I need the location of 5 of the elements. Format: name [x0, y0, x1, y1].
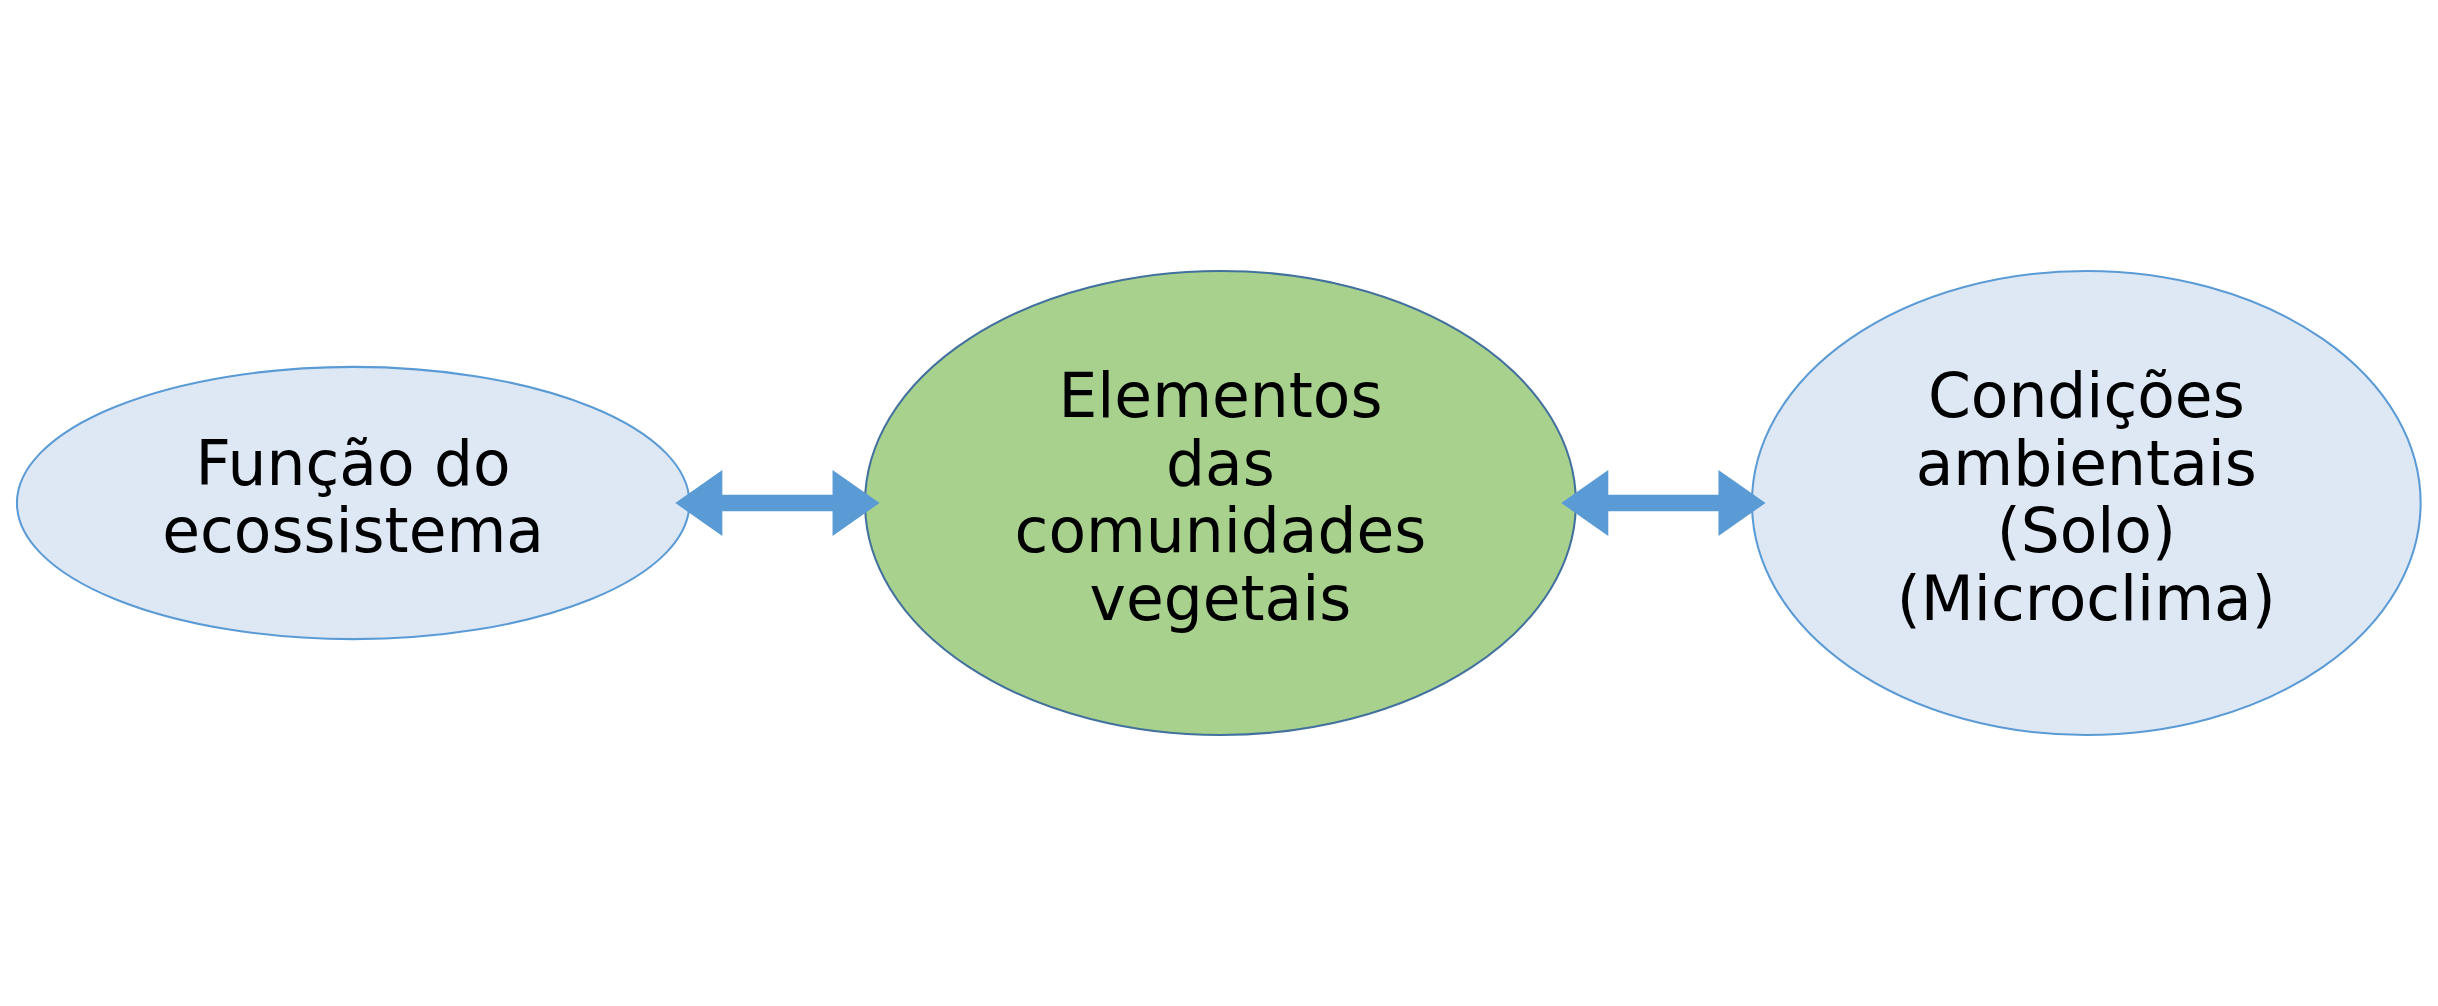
arrow	[675, 470, 880, 536]
arrow	[1561, 470, 1766, 536]
node-ellipse: Função do ecossistema	[15, 365, 691, 641]
node-ellipse: Elementos das comunidades vegetais	[864, 269, 1577, 737]
node-ellipse: Condições ambientais (Solo) (Microclima)	[1750, 269, 2422, 737]
